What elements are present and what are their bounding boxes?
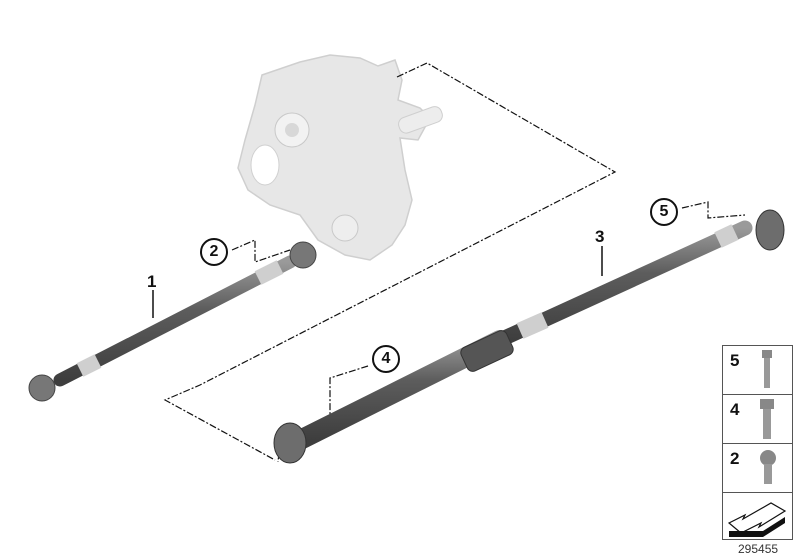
legend-row-5: 5 (723, 346, 792, 395)
legend-row-4: 4 (723, 395, 792, 444)
callout-3: 3 (595, 227, 605, 246)
hex-bolt-icon (760, 399, 774, 439)
legend-label: 5 (730, 351, 740, 370)
arrow-icon (727, 502, 787, 537)
transfer-case (237, 54, 443, 261)
flange-bolt-short-icon (760, 450, 776, 484)
flex-disc-front (755, 209, 785, 251)
center-bearing (460, 330, 514, 372)
fastener-legend: 5 4 2 (722, 345, 793, 540)
leader-5 (681, 201, 746, 219)
callout-5: 5 (650, 198, 678, 226)
transfer-case-leader (163, 62, 617, 461)
legend-label: 2 (730, 449, 740, 468)
flex-disc-rear (273, 422, 307, 464)
diagram-number: 295455 (738, 542, 779, 556)
legend-row-arrow (723, 493, 792, 541)
callout-1: 1 (147, 272, 157, 291)
callout-4: 4 (372, 345, 400, 373)
flange-bolt-long-icon (762, 350, 772, 388)
front-propeller-shaft (28, 241, 317, 402)
legend-row-2: 2 (723, 444, 792, 493)
legend-label: 4 (730, 400, 740, 419)
rear-propeller-shaft (273, 209, 785, 464)
leader-2 (231, 239, 291, 263)
callout-2: 2 (200, 238, 228, 266)
